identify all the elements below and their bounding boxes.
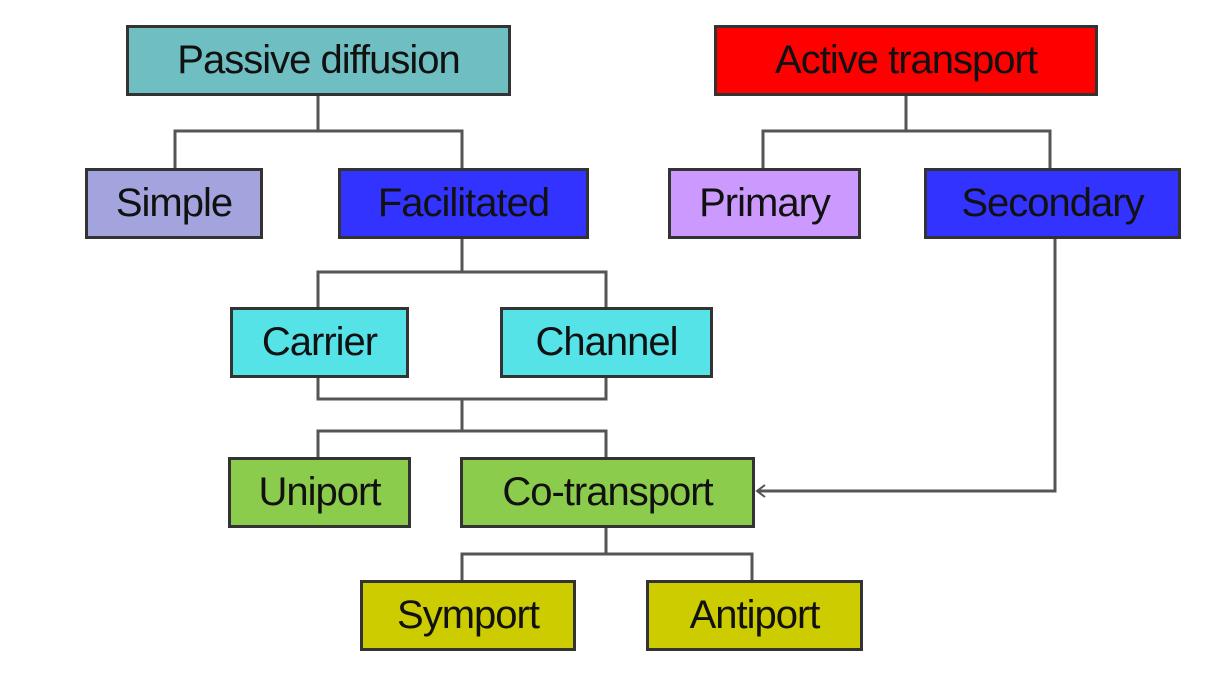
edge-secondary-to-cotransport: [757, 238, 1057, 493]
node-primary: Primary: [668, 168, 861, 239]
node-label: Antiport: [689, 593, 821, 637]
node-label: Uniport: [258, 470, 382, 514]
arrowhead-icon: [755, 484, 766, 498]
node-passive-diffusion: Passive diffusion: [126, 25, 511, 96]
node-label: Passive diffusion: [177, 38, 460, 82]
node-label: Primary: [699, 181, 831, 225]
node-label: Channel: [535, 320, 678, 364]
edge-uniport-cotransport-branch: [316, 429, 608, 457]
node-active-transport: Active transport: [714, 25, 1098, 96]
edge-carrier-channel-join: [316, 377, 608, 401]
node-label: Active transport: [775, 38, 1038, 82]
edge-passive-branch: [173, 129, 464, 168]
node-antiport: Antiport: [646, 580, 863, 651]
node-secondary: Secondary: [924, 168, 1181, 239]
edge-symport-antiport-branch: [460, 552, 754, 580]
node-label: Symport: [397, 593, 540, 637]
node-simple: Simple: [85, 168, 263, 239]
node-symport: Symport: [360, 580, 576, 651]
edge-facilitated-branch: [316, 270, 608, 307]
node-co-transport: Co-transport: [460, 457, 755, 528]
node-uniport: Uniport: [228, 457, 411, 528]
node-label: Co-transport: [502, 470, 713, 514]
node-label: Simple: [115, 181, 233, 225]
node-facilitated: Facilitated: [338, 168, 589, 239]
node-label: Carrier: [261, 320, 378, 364]
node-label: Facilitated: [377, 181, 550, 225]
node-channel: Channel: [500, 307, 713, 378]
node-label: Secondary: [961, 181, 1144, 225]
edge-active-branch: [761, 129, 1052, 168]
node-carrier: Carrier: [230, 307, 409, 378]
